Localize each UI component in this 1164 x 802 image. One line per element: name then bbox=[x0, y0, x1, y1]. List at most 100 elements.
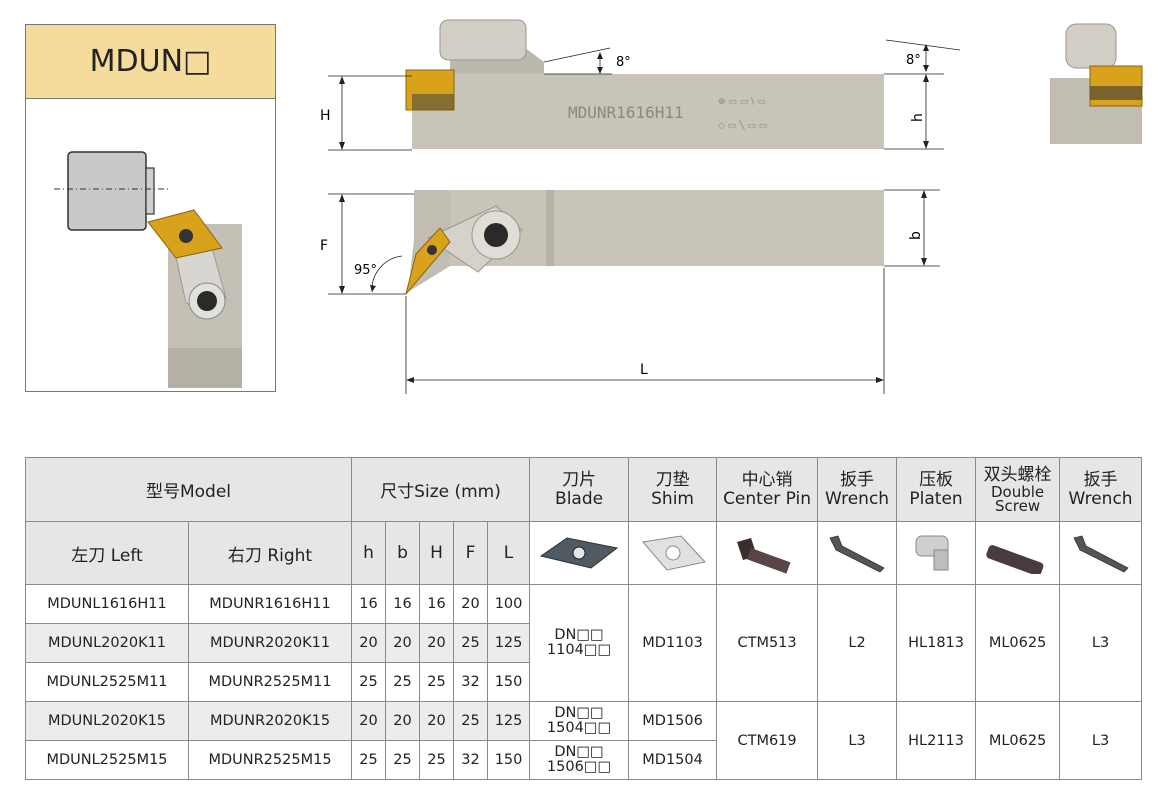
cell-wrench-1-group1: L2 bbox=[817, 584, 898, 702]
table-row: MDUNL2020K15 MDUNR2020K15 20 20 20 25 12… bbox=[25, 701, 1143, 780]
platen-icon bbox=[915, 535, 949, 571]
label-l: L bbox=[640, 362, 648, 378]
end-view-clamp bbox=[1065, 23, 1117, 69]
cell-H: 25 bbox=[419, 662, 455, 702]
blade-image-cell bbox=[529, 521, 630, 585]
cell-H: 20 bbox=[419, 623, 455, 663]
cell-H: 16 bbox=[419, 584, 455, 624]
label-angle-side: 8° bbox=[906, 53, 921, 68]
header-dim-L: L bbox=[487, 521, 531, 585]
shim-image-cell bbox=[628, 521, 718, 585]
cell-wrench-2-group1: L3 bbox=[1059, 584, 1143, 702]
blade-insert-icon bbox=[539, 537, 619, 569]
cell-right: MDUNR1616H11 bbox=[187, 584, 353, 624]
holder-shank bbox=[168, 348, 242, 388]
center-pin-icon bbox=[737, 538, 791, 574]
cell-wrench-1-group2: L3 bbox=[817, 701, 898, 780]
header-model: 型号Model bbox=[24, 457, 353, 522]
header-dim-F: F bbox=[453, 521, 489, 585]
double-screw-icon bbox=[985, 545, 1043, 574]
model-marking: MDUNR1616H11 bbox=[568, 103, 684, 122]
product-box: MDUN□ bbox=[25, 24, 276, 392]
shim-icon bbox=[641, 535, 706, 571]
side-view-shank bbox=[412, 74, 884, 149]
table-row: MDUNL2020K11 MDUNR2020K11 20 20 20 25 12… bbox=[25, 623, 1142, 663]
cell-shim-group1: MD1103 bbox=[628, 584, 718, 702]
cell-L: 125 bbox=[487, 623, 531, 663]
cell-h: 25 bbox=[351, 662, 387, 702]
cell-blade-group1: DN□□1104□□ bbox=[529, 584, 630, 702]
cell-L: 125 bbox=[487, 701, 531, 741]
cell-center-pin-group1: CTM513 bbox=[716, 584, 819, 702]
cell-center-pin-group2: CTM619 bbox=[716, 701, 819, 780]
cell-F: 25 bbox=[453, 701, 489, 741]
cell-left: MDUNL2020K11 bbox=[25, 623, 189, 663]
end-view-illustration bbox=[1050, 23, 1143, 144]
technical-drawing: MDUNR1616H11 ⊕ ▭ ▭ \ ▭ ◇ ▭ ╲ ▭ ▭ H 8° h … bbox=[320, 19, 960, 394]
table-row: MDUNL1616H11 MDUNR1616H11 16 16 16 20 10… bbox=[25, 584, 1143, 702]
cell-b: 20 bbox=[385, 701, 421, 741]
clamp-screw-socket bbox=[197, 291, 217, 311]
cell-double-screw-group1: ML0625 bbox=[975, 584, 1061, 702]
wrench-1-icon bbox=[829, 535, 885, 573]
cell-shim-group2a: MD1506 bbox=[628, 701, 718, 741]
cell-left: MDUNL2020K15 bbox=[25, 701, 189, 741]
cell-right: MDUNR2525M11 bbox=[187, 662, 353, 702]
cell-H: 20 bbox=[419, 701, 455, 741]
cell-blade-group2a: DN□□1504□□ bbox=[529, 701, 630, 741]
center-pin-image-cell bbox=[716, 521, 819, 585]
insert-hole bbox=[179, 229, 193, 243]
header-right: 右刀 Right bbox=[187, 521, 353, 585]
cell-blade-group2b: DN□□1506□□ bbox=[529, 740, 630, 780]
header-size: 尺寸Size (mm) bbox=[351, 457, 531, 522]
cell-b: 16 bbox=[385, 584, 421, 624]
cell-F: 32 bbox=[453, 662, 489, 702]
product-title: MDUN□ bbox=[26, 25, 275, 99]
top-view-insert bbox=[405, 227, 451, 295]
cell-right: MDUNR2020K15 bbox=[187, 701, 353, 741]
label-f: F bbox=[320, 238, 328, 254]
label-angle-front: 8° bbox=[616, 55, 631, 70]
cell-b: 20 bbox=[385, 623, 421, 663]
table-row: MDUNL2525M15 MDUNR2525M15 25 25 25 32 15… bbox=[25, 740, 1142, 780]
header-double-screw: 双头螺栓 Double Screw bbox=[975, 457, 1061, 522]
double-screw-image-cell bbox=[975, 521, 1061, 585]
cell-h: 20 bbox=[351, 623, 387, 663]
marking-symbols-2: ◇ ▭ ╲ ▭ ▭ bbox=[718, 119, 767, 131]
cell-L: 150 bbox=[487, 662, 531, 702]
wrench-1-image-cell bbox=[817, 521, 898, 585]
cell-L: 150 bbox=[487, 740, 531, 780]
cell-left: MDUNL2525M11 bbox=[25, 662, 189, 702]
label-h-side: h bbox=[910, 113, 926, 122]
cell-double-screw-group2: ML0625 bbox=[975, 701, 1061, 780]
cell-H: 25 bbox=[419, 740, 455, 780]
wrench-2-icon bbox=[1072, 535, 1129, 573]
side-view-shim bbox=[412, 94, 454, 110]
cell-h: 25 bbox=[351, 740, 387, 780]
label-b: b bbox=[908, 231, 924, 240]
holder-top-view-illustration bbox=[54, 151, 242, 388]
workpiece-spigot bbox=[145, 167, 155, 215]
header-dim-h: h bbox=[351, 521, 387, 585]
cell-platen-group2: HL2113 bbox=[896, 701, 977, 780]
cell-left: MDUNL2525M15 bbox=[25, 740, 189, 780]
marking-symbols: ⊕ ▭ ▭ \ ▭ bbox=[718, 97, 766, 107]
top-view-screw-socket bbox=[484, 223, 508, 247]
cell-h: 20 bbox=[351, 701, 387, 741]
cell-F: 20 bbox=[453, 584, 489, 624]
header-left: 左刀 Left bbox=[25, 521, 189, 585]
side-view-clamp bbox=[439, 19, 527, 61]
cell-F: 32 bbox=[453, 740, 489, 780]
cell-wrench-2-group2: L3 bbox=[1059, 701, 1143, 780]
cell-left: MDUNL1616H11 bbox=[25, 584, 189, 624]
cell-right: MDUNR2525M15 bbox=[187, 740, 353, 780]
header-dim-b: b bbox=[385, 521, 421, 585]
label-h-upper: H bbox=[320, 108, 331, 124]
